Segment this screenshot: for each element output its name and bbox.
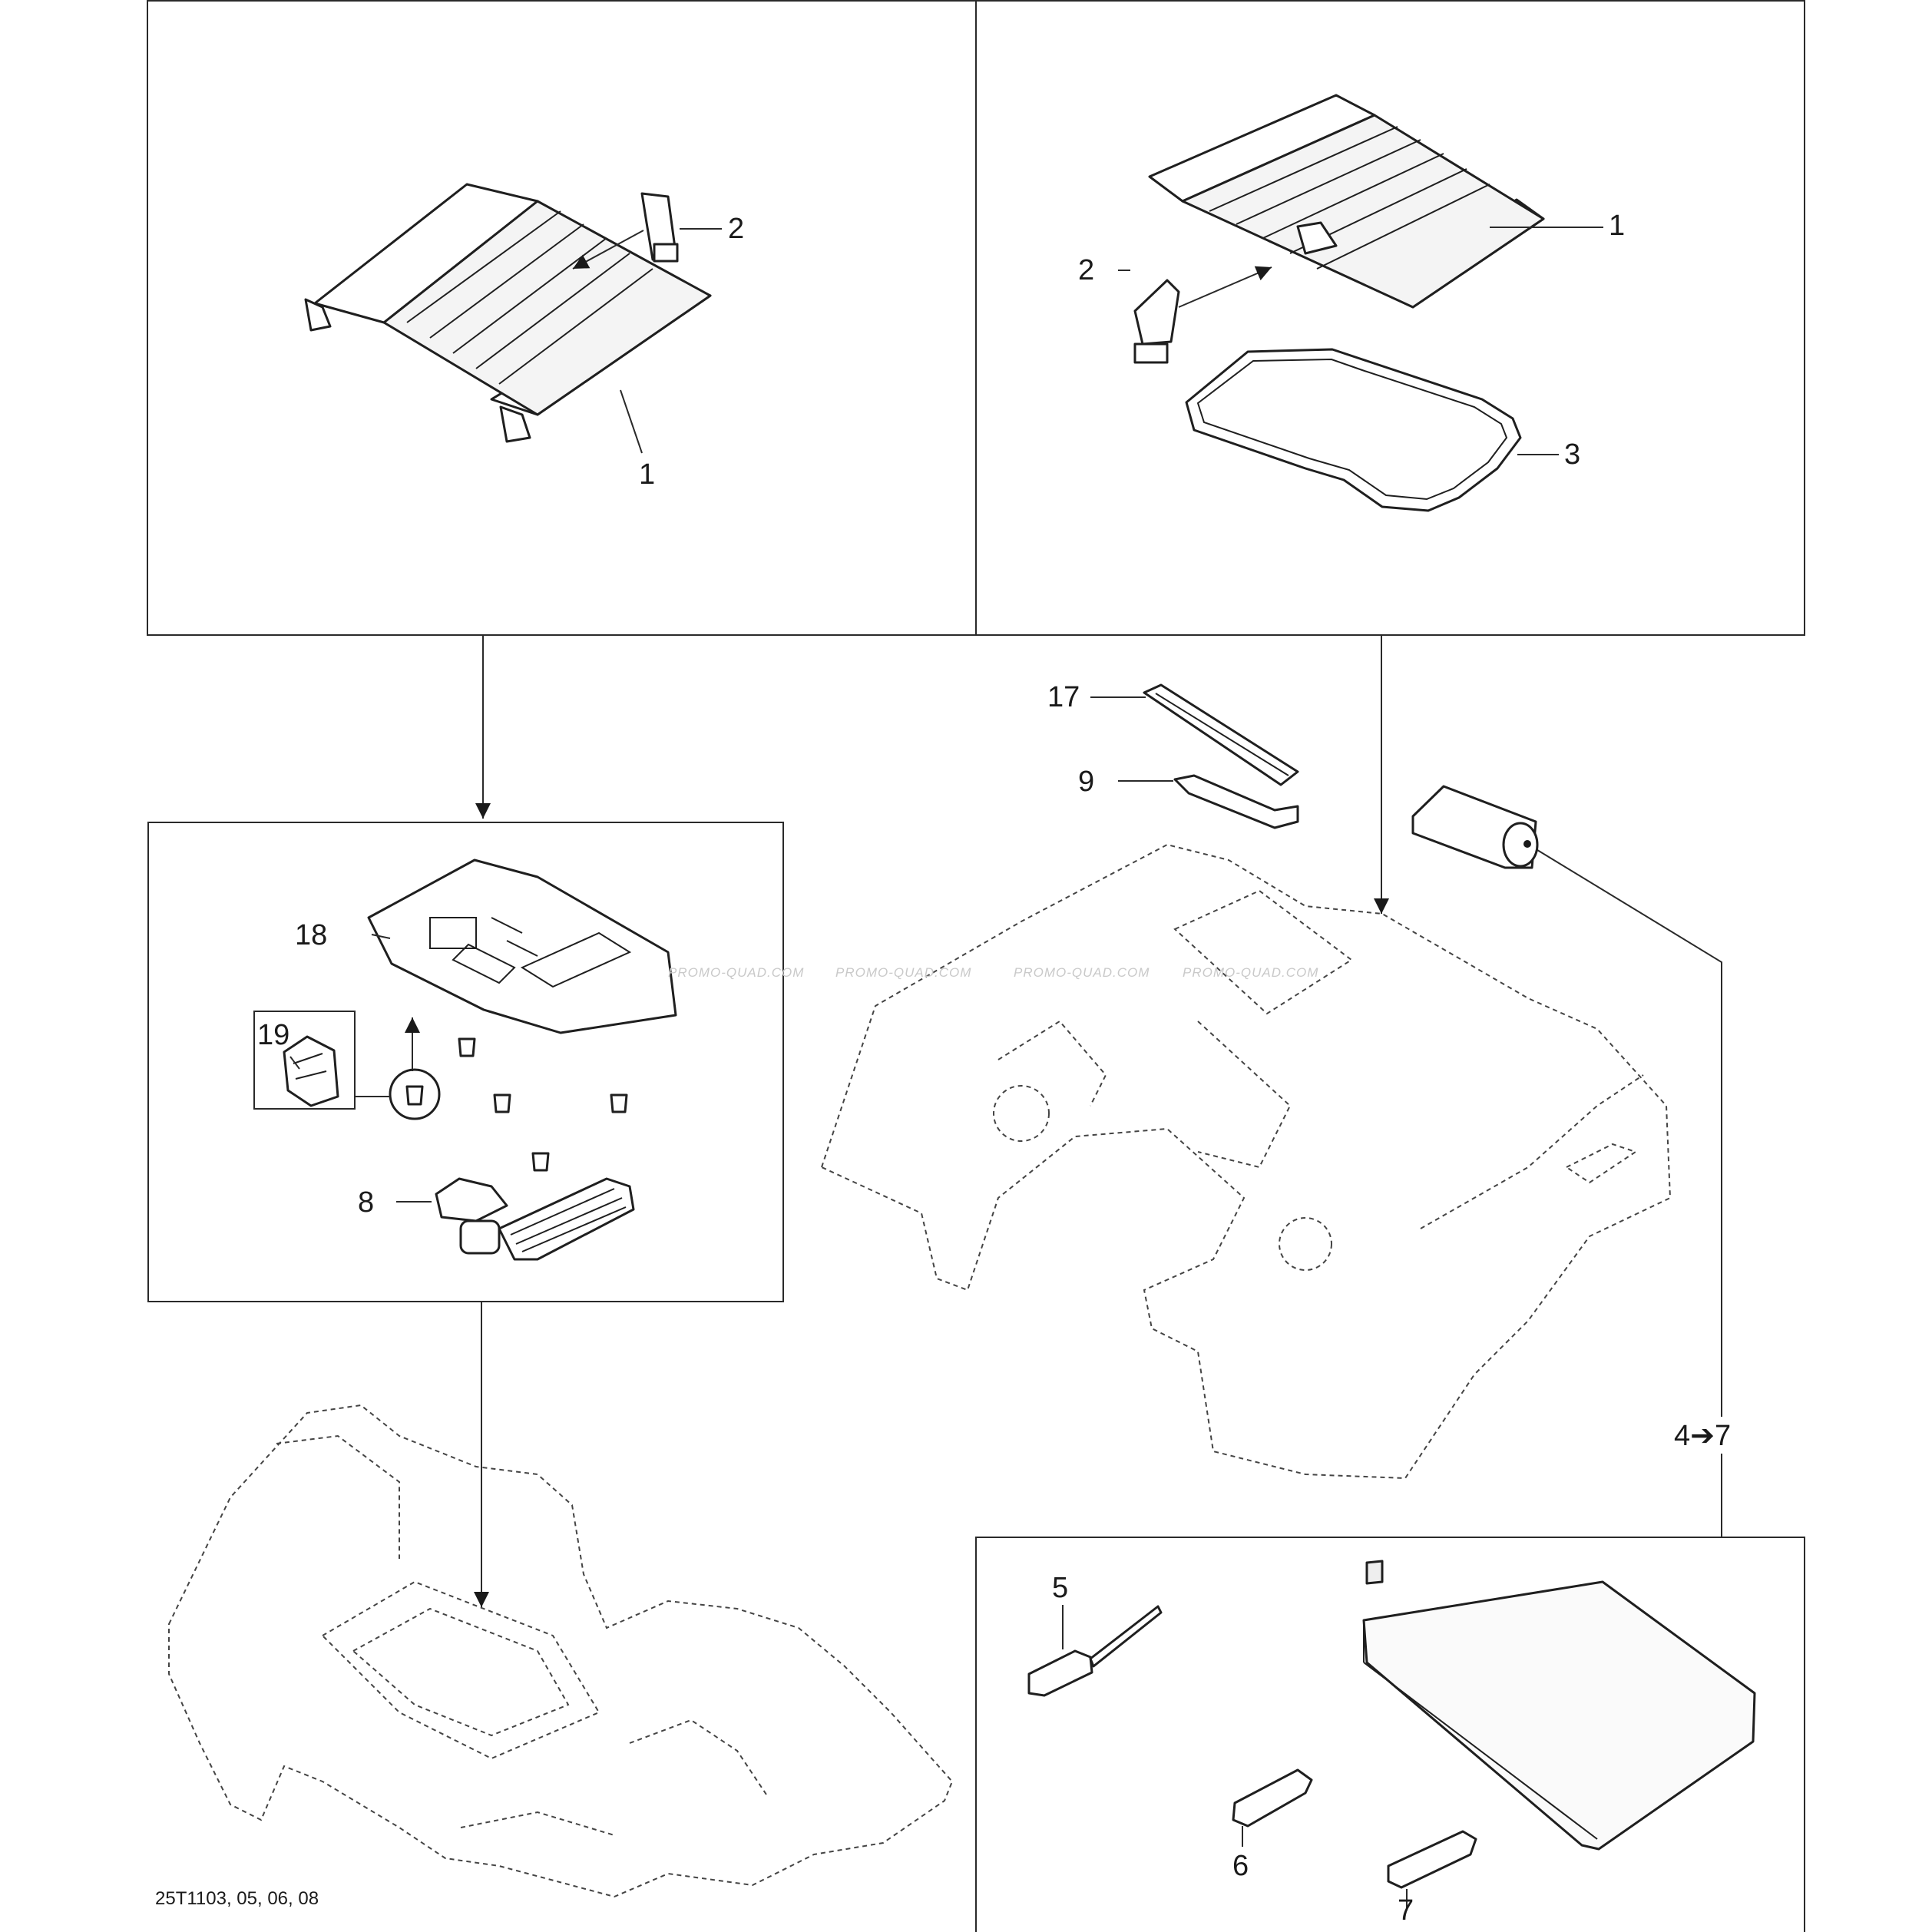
clip-right [1133,279,1180,364]
rear-rack-left [304,183,712,443]
callout-1-left: 1 [639,458,655,491]
connector-bag-toolkit [1527,843,1722,1417]
callout-8: 8 [358,1186,374,1219]
strap-buckle [435,1177,635,1261]
frame-clip-detail [253,1011,356,1110]
callout-3: 3 [1564,438,1580,471]
storage-tray [367,858,677,1034]
callout-18: 18 [295,919,327,951]
callout-19: 19 [257,1019,289,1051]
frame-rack-right [975,0,1805,636]
callout-5: 5 [1052,1572,1068,1604]
callout-6: 6 [1232,1850,1249,1882]
seal-gasket [1185,348,1522,512]
callout-2-right: 2 [1078,254,1094,286]
watermark-text-2: PROMO-QUAD.COM [835,965,971,980]
watermark-text-4: PROMO-QUAD.COM [1183,965,1318,980]
frame-tool-kit [975,1537,1805,1932]
callout-17: 17 [1047,681,1080,713]
clip-left [640,192,679,263]
socket-tool-7 [1387,1830,1477,1889]
screwdriver-5 [1027,1605,1163,1697]
tool-bag [1411,785,1539,869]
frame-storage-tray [147,822,784,1302]
callout-7: 7 [1398,1894,1414,1927]
clip-detail-19 [283,1035,339,1107]
owner-manual [1362,1560,1756,1851]
watermark-text-1: PROMO-QUAD.COM [668,965,804,980]
callout-1-right: 1 [1609,210,1625,242]
rear-fender-left [168,1404,954,1898]
wrench-9 [1173,774,1299,829]
callout-2-left: 2 [728,213,744,245]
rear-fender-right [820,843,1672,1480]
callout-9: 9 [1078,766,1094,798]
diagram-code: 25T1103, 05, 06, 08 [155,1888,319,1909]
seat-support-17 [1143,683,1299,786]
rear-rack-right [1148,94,1545,309]
callout-4-to-7: 4➔7 [1674,1420,1731,1452]
watermark-text-3: PROMO-QUAD.COM [1014,965,1150,980]
socket-tool-6 [1232,1768,1313,1828]
watermark: PROMO-QUAD.COM PROMO-QUAD.COM PROMO-QUAD… [668,965,1318,980]
push-rivets [389,1037,628,1172]
